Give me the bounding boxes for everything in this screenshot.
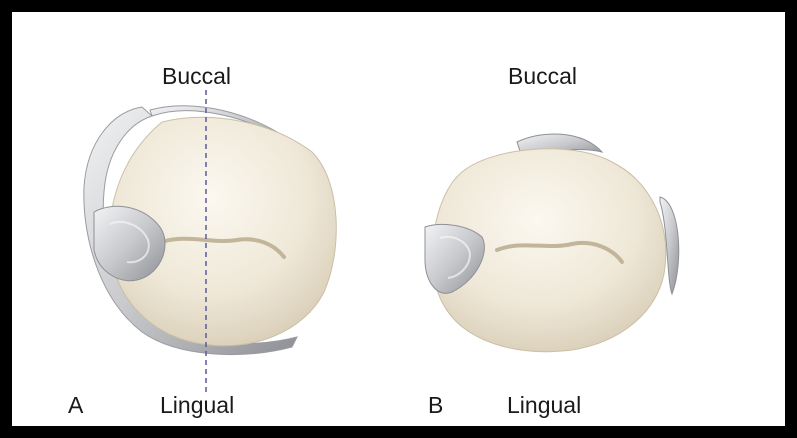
panel-b-letter: B (428, 394, 443, 417)
panel-b-buccal-label: Buccal (508, 65, 577, 88)
tooth-b (425, 134, 679, 352)
panel-a-letter: A (68, 394, 83, 417)
panel-b-lingual-label: Lingual (507, 394, 581, 417)
panel-a-lingual-label: Lingual (160, 394, 234, 417)
figure-frame: Buccal Lingual A Buccal Lingual B (12, 12, 785, 426)
tooth-a (84, 90, 336, 392)
panel-a-buccal-label: Buccal (162, 65, 231, 88)
figure-artwork (12, 12, 785, 426)
